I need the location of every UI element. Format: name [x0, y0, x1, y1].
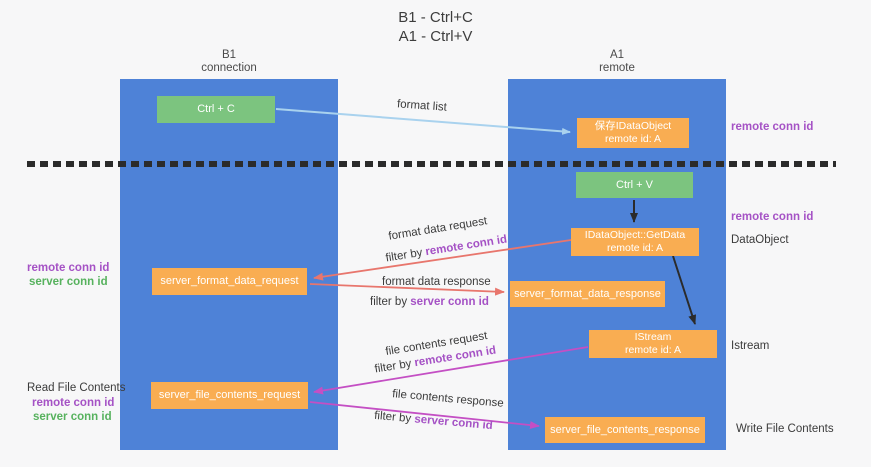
istream-text: Istream — [731, 340, 770, 352]
remote-conn-id-text: remote conn id — [731, 211, 814, 223]
arrow-getdata-to-istream — [672, 255, 697, 325]
node-server-file-contents-request: server_file_contents_request — [151, 382, 308, 409]
node-server-format-data-response: server_format_data_response — [510, 281, 665, 307]
lifeline-header-a1: A1 remote — [508, 49, 726, 75]
lifeline-b1-name: B1 — [221, 49, 237, 61]
annotation-remote-conn-id-mid: remote conn id — [731, 211, 813, 223]
write-file-contents-text: Write File Contents — [736, 423, 834, 435]
node-server-file-contents-response: server_file_contents_response — [545, 417, 705, 443]
annotation-remote-conn-id-left-2: remote conn id — [32, 397, 114, 409]
node-ctrl-c-label: Ctrl + C — [197, 103, 235, 115]
diagram-title: B1 - Ctrl+C A1 - Ctrl+V — [0, 8, 871, 46]
annotation-server-conn-id-left-2: server conn id — [33, 411, 112, 423]
annotation-remote-conn-id-top: remote conn id — [731, 121, 813, 133]
lifeline-b1-role: connection — [201, 62, 257, 74]
title-line-2: A1 - Ctrl+V — [398, 28, 473, 45]
server-conn-id-text: server conn id — [29, 276, 108, 288]
node-ctrl-c: Ctrl + C — [157, 96, 275, 123]
read-file-contents-text: Read File Contents — [27, 382, 126, 394]
filter-by-text: filter by — [370, 296, 408, 308]
remote-conn-id-text: remote conn id — [32, 397, 115, 409]
node-save-idataobject-line2: remote id: A — [604, 133, 661, 145]
annotation-read-file-contents: Read File Contents — [27, 382, 125, 394]
label-format-data-response: format data response — [382, 276, 491, 288]
arrow-format-data-request — [313, 239, 572, 281]
annotation-write-file-contents: Write File Contents — [736, 423, 834, 435]
annotation-dataobject: DataObject — [731, 234, 789, 246]
node-ctrl-v: Ctrl + V — [576, 172, 693, 198]
node-server-file-contents-response-label: server_file_contents_response — [550, 423, 700, 436]
arrow-format-list — [275, 108, 571, 135]
label-filter-by-server-conn-id-1: filter by server conn id — [370, 296, 489, 308]
node-server-format-data-response-label: server_format_data_response — [514, 287, 661, 300]
title-line-1: B1 - Ctrl+C — [398, 9, 473, 26]
node-ctrl-v-label: Ctrl + V — [616, 178, 653, 191]
node-save-idataobject-line1: 保存IDataObject — [594, 120, 672, 132]
arrow-file-contents-request — [313, 346, 589, 395]
node-istream: IStream remote id: A — [589, 330, 717, 358]
server-conn-id-text: server conn id — [33, 411, 112, 423]
node-server-format-data-request-label: server_format_data_request — [160, 275, 299, 287]
node-getdata-line2: remote id: A — [606, 242, 663, 254]
lifeline-header-b1: B1 connection — [120, 49, 338, 75]
node-save-idataobject: 保存IDataObject remote id: A — [577, 118, 689, 148]
arrow-file-contents-response — [309, 401, 540, 430]
arrow-format-data-response — [309, 283, 505, 296]
node-getdata-line1: IDataObject::GetData — [584, 229, 686, 241]
node-istream-line2: remote id: A — [624, 344, 682, 356]
node-server-format-data-request: server_format_data_request — [152, 268, 307, 295]
annotation-server-conn-id-left-1: server conn id — [29, 276, 108, 288]
format-data-response-text: format data response — [382, 276, 491, 288]
remote-conn-id-text: remote conn id — [27, 262, 110, 274]
annotation-istream: Istream — [731, 340, 769, 352]
remote-conn-id-text: remote conn id — [731, 121, 814, 133]
dataobject-text: DataObject — [731, 234, 789, 246]
server-conn-id-text: server conn id — [410, 296, 489, 308]
lifeline-a1-name: A1 — [609, 49, 625, 61]
annotation-remote-conn-id-left-1: remote conn id — [27, 262, 109, 274]
lifeline-a1-role: remote — [599, 62, 635, 74]
node-idataobject-getdata: IDataObject::GetData remote id: A — [571, 228, 699, 256]
node-istream-line1: IStream — [634, 331, 672, 343]
node-server-file-contents-request-label: server_file_contents_request — [158, 389, 301, 401]
